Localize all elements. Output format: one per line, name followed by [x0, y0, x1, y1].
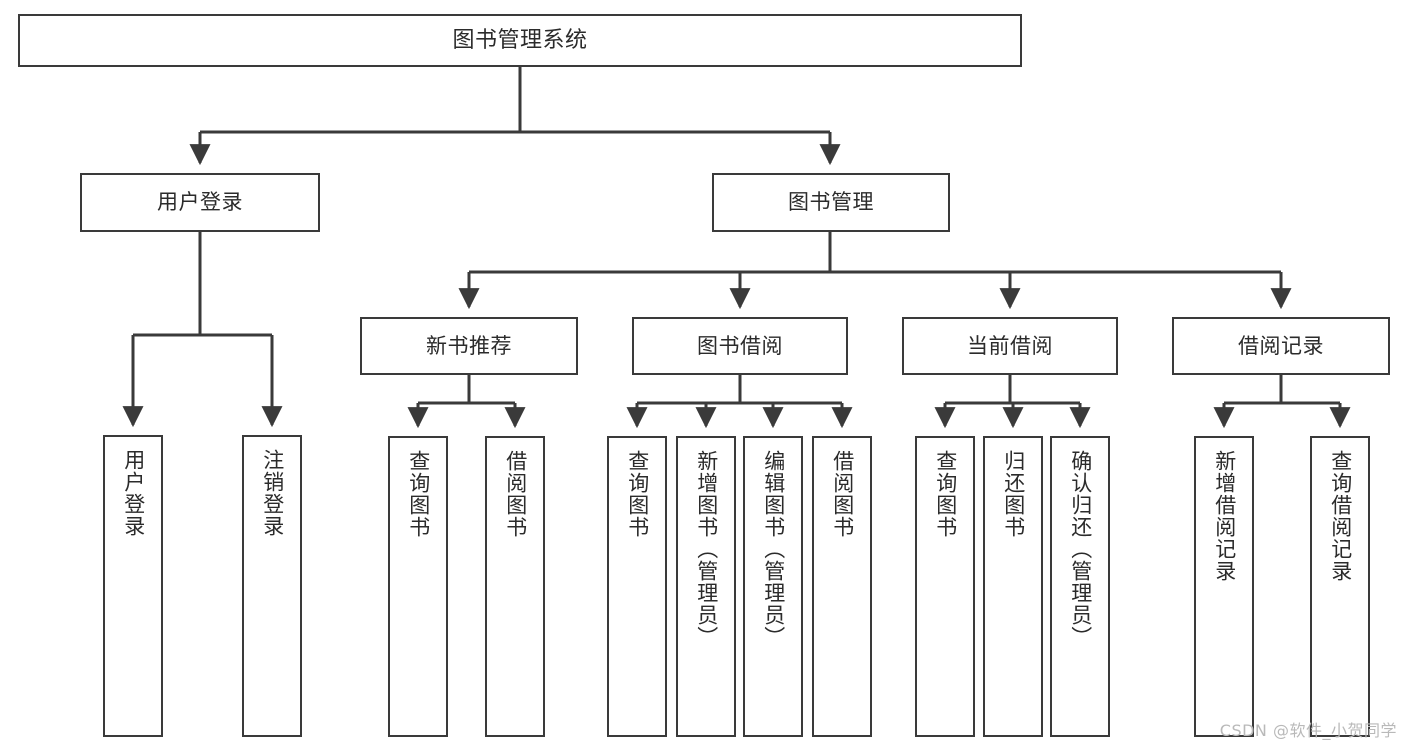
node-label: 图书管理系统 [452, 27, 588, 53]
node-root-book-management-system[interactable]: 图书管理系统 [18, 14, 1022, 67]
node-label: 编辑图书（管理员） [761, 450, 786, 648]
node-label: 新增借阅记录 [1212, 450, 1237, 582]
node-label: 查询图书 [406, 450, 431, 538]
node-label: 图书管理 [788, 190, 874, 215]
node-leaf-logout-login[interactable]: 注销登录 [242, 435, 302, 737]
node-label: 注销登录 [260, 449, 285, 537]
node-label: 图书借阅 [697, 333, 783, 358]
node-label: 用户登录 [157, 190, 243, 215]
node-label: 当前借阅 [967, 333, 1053, 358]
node-label: 新书推荐 [426, 333, 512, 358]
node-label: 用户登录 [121, 449, 146, 537]
node-leaf-query-book-2[interactable]: 查询图书 [607, 436, 667, 737]
node-leaf-return-book[interactable]: 归还图书 [983, 436, 1043, 737]
node-leaf-edit-book[interactable]: 编辑图书（管理员） [743, 436, 803, 737]
node-leaf-add-record[interactable]: 新增借阅记录 [1194, 436, 1254, 737]
node-label: 确认归还（管理员） [1068, 450, 1093, 648]
node-leaf-confirm-return[interactable]: 确认归还（管理员） [1050, 436, 1110, 737]
node-borrow-record[interactable]: 借阅记录 [1172, 317, 1390, 375]
node-label: 借阅图书 [830, 450, 855, 538]
node-leaf-borrow-book-2[interactable]: 借阅图书 [812, 436, 872, 737]
node-leaf-query-book-1[interactable]: 查询图书 [388, 436, 448, 737]
node-label: 借阅图书 [503, 450, 528, 538]
node-label: 借阅记录 [1238, 333, 1324, 358]
node-current-borrow[interactable]: 当前借阅 [902, 317, 1118, 375]
node-leaf-user-login[interactable]: 用户登录 [103, 435, 163, 737]
node-label: 新增图书（管理员） [694, 450, 719, 648]
node-label: 查询图书 [625, 450, 650, 538]
node-label: 归还图书 [1001, 450, 1026, 538]
node-new-book-recommend[interactable]: 新书推荐 [360, 317, 578, 375]
node-leaf-query-record[interactable]: 查询借阅记录 [1310, 436, 1370, 737]
node-user-login[interactable]: 用户登录 [80, 173, 320, 232]
node-label: 查询借阅记录 [1328, 450, 1353, 582]
node-leaf-query-book-3[interactable]: 查询图书 [915, 436, 975, 737]
node-label: 查询图书 [933, 450, 958, 538]
node-leaf-borrow-book-1[interactable]: 借阅图书 [485, 436, 545, 737]
csdn-watermark: CSDN @软件_小贺同学 [1219, 721, 1397, 740]
node-book-management[interactable]: 图书管理 [712, 173, 950, 232]
node-leaf-add-book[interactable]: 新增图书（管理员） [676, 436, 736, 737]
node-book-borrow[interactable]: 图书借阅 [632, 317, 848, 375]
